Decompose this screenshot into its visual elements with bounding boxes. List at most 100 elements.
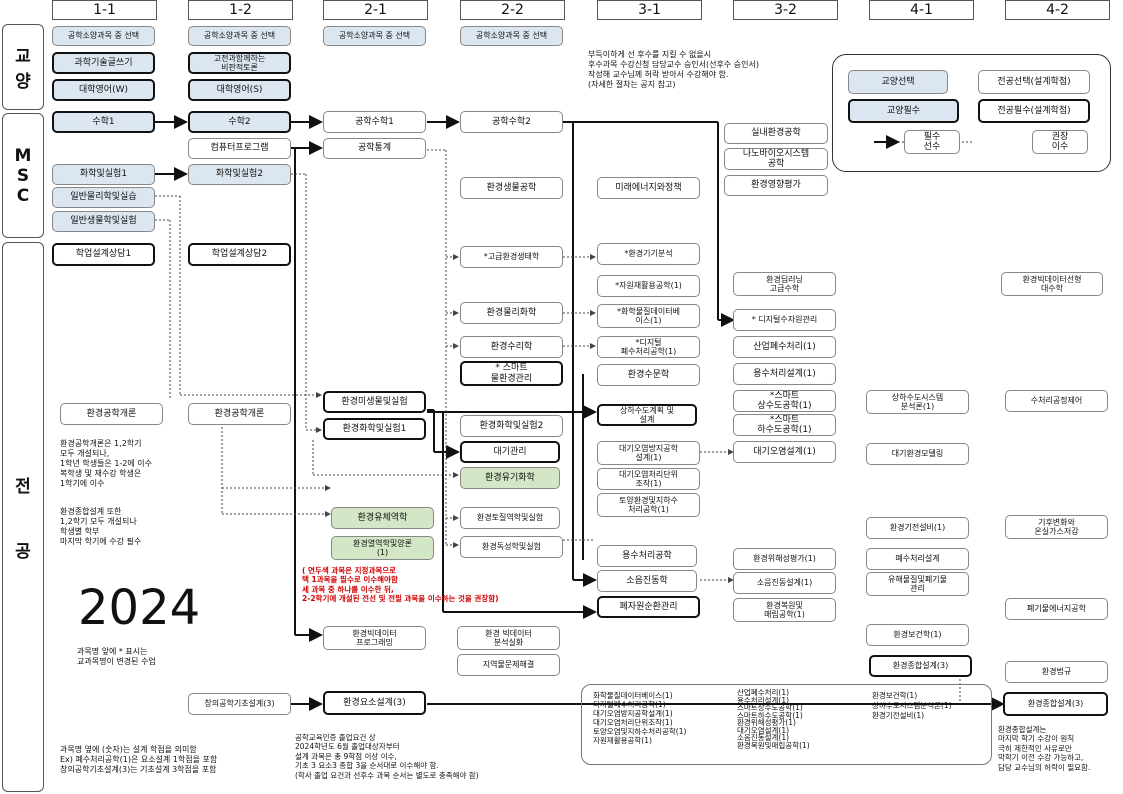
course-fluid[interactable]: 환경유체역학 [331,507,434,529]
course-air-model[interactable]: 대기환경모델링 [866,443,969,465]
side-label-gyoyang: 교 양 [2,24,44,110]
course-elements-design[interactable]: 환경요소설계(3) [323,691,426,715]
legend-recommend: 권장 이수 [1032,130,1088,154]
course-law[interactable]: 환경법규 [1005,661,1108,683]
course-final-design[interactable]: 환경종합설계(3) [1003,692,1108,716]
semester-header-2-1: 2-1 [323,0,428,20]
side-label-major: 전 공 [2,242,44,792]
course-hazardous[interactable]: 유해물질및폐기물 관리 [866,572,969,596]
course-computer[interactable]: 컴퓨터프로그램 [188,138,291,159]
course-capstone[interactable]: 환경종합설계(3) [869,655,972,677]
legend-box [832,54,1111,172]
course-indoor[interactable]: 실내환경공학 [724,123,828,144]
course-restoration[interactable]: 환경복원및 매립공학(1) [733,598,836,622]
course-microbio[interactable]: 환경생물공학 [460,177,563,199]
element-design-list-b: 산업폐수처리(1) 용수처리설계(1) 스마트상수도공학(1) 스마트하수도공학… [737,688,810,750]
course-creative-design[interactable]: 창의공학기초설계(3) [188,693,291,715]
course-bigdata-42[interactable]: 환경빅데이터선형 대수학 [1001,272,1103,296]
course-chem-exp2[interactable]: 환경화학및실험2 [460,415,563,437]
course-chem2[interactable]: 화학및실험2 [188,164,291,185]
course-waste-energy[interactable]: 폐기물에너지공학 [1005,598,1108,620]
course-chem-exp1[interactable]: 환경화학및실험1 [323,418,426,440]
course-ge-1-1[interactable]: 공학소양과목 중 선택 [52,26,155,46]
course-water-design[interactable]: 용수처리설계(1) [733,363,836,385]
course-bigdata-prog[interactable]: 환경빅데이터 프로그래밍 [323,626,426,650]
star-note: 과목명 앞에 * 표시는 교과목명이 변경된 수업 [77,647,156,666]
course-instrument[interactable]: *환경기기분석 [597,243,700,265]
course-ge-2-2[interactable]: 공학소양과목 중 선택 [460,26,563,46]
course-english-w[interactable]: 대학영어(W) [52,79,155,101]
course-math1[interactable]: 수학1 [52,111,155,133]
course-sewer-plan[interactable]: 상하수도계획 및 설계 [597,404,697,426]
designated-course-note: ( 연두색 과목은 지정과목으로 택 1과목을 필수로 이수해야함 세 과목 중… [302,566,499,604]
course-risk[interactable]: 환경위해성평가(1) [733,548,836,570]
course-noise[interactable]: 소음진동학 [597,570,697,592]
course-nano[interactable]: 나노바이오시스템 공학 [724,148,828,170]
course-waste-mgmt[interactable]: 폐자원순환관리 [597,596,700,618]
course-stat[interactable]: 공학통계 [323,138,426,159]
course-future-energy[interactable]: 미래에너지와정책 [597,177,700,199]
course-mech-equip[interactable]: 환경기전설비(1) [866,517,969,539]
course-climate[interactable]: 기후변화와 온실가스저감 [1005,515,1108,539]
semester-header-2-2: 2-2 [460,0,565,20]
course-hydrology[interactable]: 환경수문학 [597,364,700,386]
course-chemdb[interactable]: *화학물질데이터베 이스(1) [597,304,700,328]
course-engmath1[interactable]: 공학수학1 [323,111,426,133]
course-intro1[interactable]: 환경공학개론 [60,403,163,425]
course-water-eng[interactable]: 용수처리공학 [597,545,697,567]
element-design-list-box [581,684,992,765]
course-digital-water-res[interactable]: * 디지털수자원관리 [733,309,836,331]
course-smart-water[interactable]: * 스마트 물환경관리 [460,361,563,386]
course-industrial[interactable]: 산업폐수처리(1) [733,336,836,358]
course-smart-sewer[interactable]: *스마트 하수도공학(1) [733,414,836,436]
course-ge-1-2[interactable]: 공학소양과목 중 선택 [188,26,291,46]
course-dl[interactable]: 환경딥러닝 고급수학 [733,272,836,296]
legend-prereq: 필수 선수 [904,130,960,154]
course-physics[interactable]: 일반물리학및실습 [52,187,155,208]
course-regional[interactable]: 지역물문제해결 [457,654,560,676]
intro-note: 환경공학개론은 1,2학기 모두 개설되나, 1학년 학생들은 1-2에 이수 … [60,439,153,488]
course-soil-exp[interactable]: 환경토질역학및실험 [460,507,560,529]
course-thermo[interactable]: 환경열역학및양론 (1) [331,536,434,560]
course-critical-discussion[interactable]: 고전과함께하는 비판적토론 [188,52,291,74]
course-noise-design[interactable]: 소음진동설계(1) [733,572,836,594]
course-impact[interactable]: 환경영향평가 [724,175,828,196]
course-physchem[interactable]: 환경물리화학 [460,302,563,324]
legend-major-required: 전공필수(설계학점) [978,99,1090,123]
element-design-list-c: 환경보건학(1) 상하수도시스템분석론(1) 환경기전설비(1) [872,691,952,720]
semester-header-3-2: 3-2 [733,0,838,20]
course-hydraulics[interactable]: 환경수리학 [460,336,563,358]
course-writing[interactable]: 과학기술글쓰기 [52,52,155,74]
course-advanced-ecology[interactable]: *고급환경생태학 [460,246,563,268]
course-micro-exp[interactable]: 환경미생물및실험 [323,391,426,413]
course-ge-2-1[interactable]: 공학소양과목 중 선택 [323,26,426,46]
legend-ge-required: 교양필수 [848,99,959,123]
course-organic[interactable]: 환경유기화학 [460,467,560,489]
course-smart-supply[interactable]: *스마트 상수도공학(1) [733,390,836,412]
course-design2[interactable]: 학업설계상담2 [188,243,291,266]
course-toxicology[interactable]: 환경독성학및실험 [460,536,563,558]
course-intro2[interactable]: 환경공학개론 [188,403,291,425]
course-air-design[interactable]: 대기오염설계(1) [733,441,836,463]
course-engmath2[interactable]: 공학수학2 [460,111,563,133]
course-math2[interactable]: 수학2 [188,111,291,133]
course-sewer-system[interactable]: 상하수도시스템 분석론(1) [866,390,969,414]
course-air-unit[interactable]: 대기오염처리단위 조작(1) [597,468,700,490]
year-label: 2024 [78,580,201,636]
course-design1[interactable]: 학업설계상담1 [52,243,155,266]
course-chem1[interactable]: 화학및실험1 [52,164,155,185]
course-biology[interactable]: 일반생물학및실험 [52,211,155,232]
graduation-note: 공학교육인증 졸업요건 상 2024학년도 6월 졸업대상자부터 설계 과목은 … [295,733,479,780]
course-digital-wastewater[interactable]: *디지털 폐수처리공학(1) [597,336,700,358]
course-air-pollution-design[interactable]: 대기오염방지공학 설계(1) [597,441,700,465]
course-bigdata-analysis[interactable]: 환경 빅데이터 분석실화 [457,626,560,650]
course-air-management[interactable]: 대기관리 [460,441,560,463]
course-soil-groundwater[interactable]: 토양환경및지하수 처리공학(1) [597,493,700,517]
course-waste-design[interactable]: 폐수처리설계 [866,548,969,570]
course-resource[interactable]: *자원재활용공학(1) [597,275,700,297]
credit-note: 과목명 옆에 (숫자)는 설계 학점을 의미함 Ex) 폐수처리공학(1)은 요… [60,745,218,774]
course-health[interactable]: 환경보건학(1) [866,624,969,646]
side-label-msc: M S C [2,113,44,238]
course-english-s[interactable]: 대학영어(S) [188,79,291,101]
course-process-control[interactable]: 수처리공정제어 [1005,390,1108,412]
